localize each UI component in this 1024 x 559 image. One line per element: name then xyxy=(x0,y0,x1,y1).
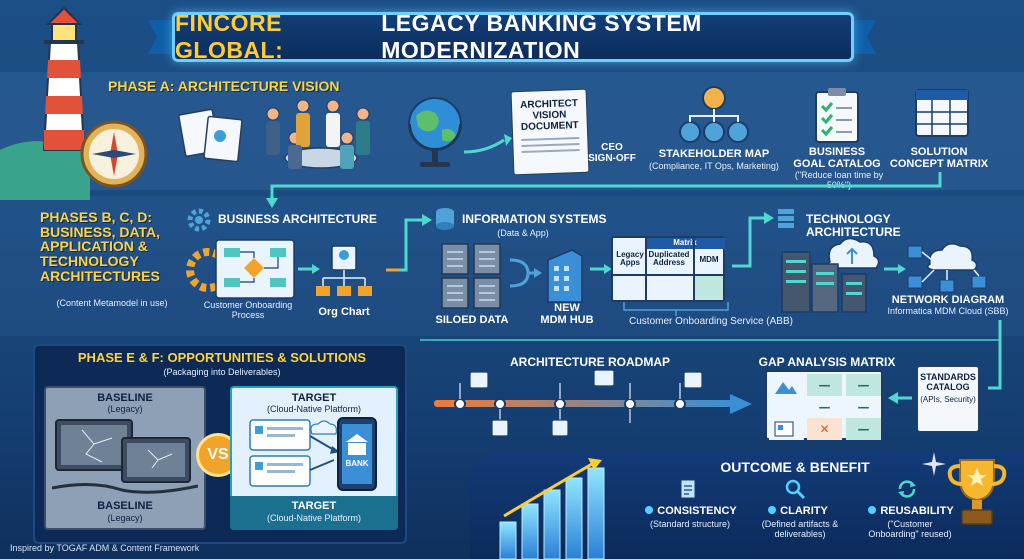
technology-architecture-title: TECHNOLOGY ARCHITECTURE xyxy=(806,212,901,240)
gear-icon xyxy=(187,208,211,232)
target-sub-top: (Cloud-Native Platform) xyxy=(266,404,362,415)
stakeholder-map-sub: (Compliance, IT Ops, Marketing) xyxy=(649,161,779,171)
reusability-title: REUSABILITY xyxy=(856,505,966,517)
database-icon xyxy=(436,208,454,230)
network-diagram-icon xyxy=(907,243,987,293)
footer-credit: Inspired by TOGAF ADM & Content Framewor… xyxy=(10,543,200,553)
matrix-col-legacy-apps: Legacy Apps xyxy=(616,250,644,268)
arrow-tech-to-network xyxy=(884,264,906,274)
phase-ef-heading: PHASE E & F: OPPORTUNITIES & SOLUTIONS xyxy=(77,350,367,365)
clarity-label: CLARITY xyxy=(780,505,828,517)
network-diagram-title: NETWORK DIAGRAM xyxy=(891,294,1005,306)
target-sub-bottom: (Cloud-Native Platform) xyxy=(266,513,362,523)
outcome-panel xyxy=(470,452,1024,559)
ceo-signoff-label: CEO SIGN-OFF xyxy=(588,142,636,164)
onboarding-process-diagram xyxy=(186,239,295,299)
lighthouse-icon xyxy=(0,6,90,200)
architecture-roadmap-title: ARCHITECTURE ROADMAP xyxy=(510,355,670,369)
target-title-top: TARGET xyxy=(291,392,337,404)
business-goal-title: BUSINESS GOAL CATALOG xyxy=(793,146,881,171)
server-stack-icon xyxy=(778,209,794,228)
documents-icon xyxy=(178,108,243,163)
target-footer xyxy=(230,496,398,530)
matrix-title: Matrix xyxy=(645,238,725,249)
clarity-title: CLARITY xyxy=(748,505,848,517)
roadmap-timeline xyxy=(434,369,752,437)
bank-label: BANK xyxy=(345,459,369,468)
reusability-label: REUSABILITY xyxy=(880,505,954,517)
network-diagram-sub: Informatica MDM Cloud (SBB) xyxy=(887,306,1009,316)
title-project: LEGACY BANKING SYSTEM MODERNIZATION xyxy=(381,10,702,63)
information-systems-title: INFORMATION SYSTEMS xyxy=(462,212,607,226)
consistency-icon xyxy=(680,479,696,499)
matrix-col-duplicated-address: Duplicated Address xyxy=(648,250,690,268)
mdm-hub-label: NEW MDM HUB xyxy=(540,302,594,327)
baseline-title-top: BASELINE xyxy=(97,392,153,404)
outcome-title: OUTCOME & BENEFIT xyxy=(720,459,870,475)
baseline-title-bottom: BASELINE xyxy=(97,500,153,512)
trophy-icon xyxy=(947,459,1007,525)
gap-analysis-title: GAP ANALYSIS MATRIX xyxy=(758,355,896,369)
clarity-sub: (Defined artifacts & deliverables) xyxy=(761,519,839,540)
org-chart-icon xyxy=(316,245,372,296)
consistency-label: CONSISTENCY xyxy=(657,505,737,517)
service-bracket xyxy=(623,302,729,316)
phase-bcd-sub: (Content Metamodel in use) xyxy=(56,298,168,308)
gap-mountain-icon xyxy=(775,382,797,394)
globe-icon xyxy=(408,97,462,167)
consistency-title: CONSISTENCY xyxy=(636,505,746,517)
standards-catalog-title: STANDARDS CATALOG xyxy=(920,372,976,392)
siloed-data-servers-icon xyxy=(441,243,501,309)
consistency-sub: (Standard structure) xyxy=(649,519,731,529)
baseline-sub-bottom: (Legacy) xyxy=(107,513,143,523)
team-meeting-illustration xyxy=(266,99,370,169)
arrow-to-org-chart xyxy=(298,264,320,274)
standards-catalog-sub: (APIs, Security) xyxy=(920,394,976,404)
solution-matrix-icon xyxy=(915,89,969,137)
business-architecture-title: BUSINESS ARCHITECTURE xyxy=(218,212,377,226)
data-application-matrix: Matrix Legacy Apps Duplicated Address MD… xyxy=(611,236,725,302)
reusability-sub: ("Customer Onboarding" reused) xyxy=(868,519,952,540)
mdm-hub-building-icon xyxy=(547,249,583,303)
stakeholder-map-icon xyxy=(679,86,749,143)
information-systems-sub: (Data & App) xyxy=(497,228,549,238)
org-chart-label: Org Chart xyxy=(318,306,370,318)
growth-bar-chart-icon xyxy=(499,458,605,559)
clarity-magnifier-icon xyxy=(785,479,806,500)
onboarding-service-label: Customer Onboarding Service (ABB) xyxy=(629,316,793,327)
gap-analysis-matrix: — — — — ✕ — xyxy=(765,370,883,440)
arrow-info-to-tech xyxy=(732,212,774,268)
phase-ef-sub: (Packaging into Deliverables) xyxy=(163,367,281,377)
standards-catalog: STANDARDS CATALOG (APIs, Security) xyxy=(917,366,979,432)
phase-bcd-heading: PHASES B, C, D: BUSINESS, DATA, APPLICAT… xyxy=(40,209,161,284)
stakeholder-map-title: STAKEHOLDER MAP xyxy=(658,148,770,160)
sparkle-icon xyxy=(922,452,946,476)
page-title: FINCORE GLOBAL: LEGACY BANKING SYSTEM MO… xyxy=(172,10,854,63)
baseline-sub-top: (Legacy) xyxy=(107,404,143,415)
gap-doc-icon xyxy=(774,421,794,437)
target-title-bottom: TARGET xyxy=(291,500,337,512)
arrow-business-to-info xyxy=(386,214,432,272)
onboarding-process-label: Customer Onboarding Process xyxy=(203,300,293,321)
matrix-col-mdm: MDM xyxy=(699,255,719,264)
arrow-mdm-to-matrix xyxy=(590,264,612,274)
cloud-servers-illustration xyxy=(781,237,880,313)
arrow-globe-to-vision xyxy=(463,134,512,154)
phase-a-heading: PHASE A: ARCHITECTURE VISION xyxy=(108,78,340,94)
cloud-native-platform-illustration xyxy=(249,417,377,491)
arrow-silo-to-mdm xyxy=(509,258,542,288)
title-company: FINCORE GLOBAL: xyxy=(175,10,284,63)
compass-icon xyxy=(80,120,148,188)
business-goal-clipboard-icon xyxy=(815,88,859,143)
broken-legacy-monitors-illustration xyxy=(52,419,198,494)
solution-matrix-title: SOLUTION CONCEPT MATRIX xyxy=(889,146,989,171)
siloed-data-label: SILOED DATA xyxy=(435,314,509,326)
reusability-cycle-icon xyxy=(898,480,916,498)
